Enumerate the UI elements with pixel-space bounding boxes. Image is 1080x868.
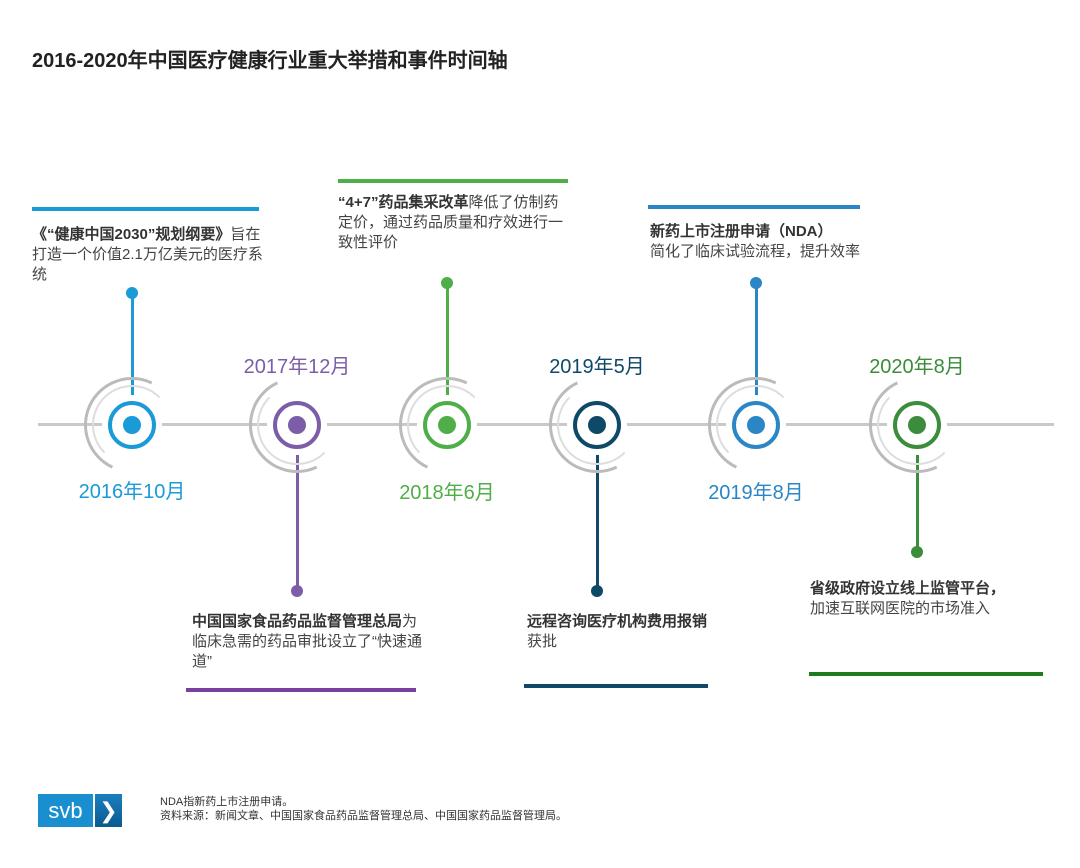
stem-2019-8 [755,283,758,425]
bar-2020 [809,672,1043,676]
stem-dot-2016 [126,287,138,299]
bar-2019-8 [648,205,860,209]
stem-dot-2019-5 [591,585,603,597]
footnote-nda: NDA指新药上市注册申请。 [160,796,294,808]
date-2017: 2017年12月 [243,356,351,378]
stem-2017 [296,425,299,590]
timeline-axis [38,423,1054,426]
bar-2017 [186,688,416,692]
event-2019-5: 远程咨询医疗机构费用报销获批 [527,613,708,650]
bar-2016 [32,207,259,211]
date-2018: 2018年6月 [399,482,495,504]
event-2018: “4+7”药品集采改革降低了仿制药定价，通过药品质量和疗效进行一致性评价 [338,194,564,251]
stem-dot-2019-8 [750,277,762,289]
event-2020: 省级政府设立线上监管平台，加速互联网医院的市场准入 [810,580,1006,617]
bar-2018 [338,179,568,183]
stem-dot-2018 [441,277,453,289]
svb-logo: svb ❯ [38,794,122,827]
stem-dot-2020 [911,546,923,558]
footnote-source: 资料来源：新闻文章、中国国家食品药品监督管理总局、中国国家药品监督管理局。 [160,810,567,822]
stem-dot-2017 [291,585,303,597]
event-2016: 《“健康中国2030”规划纲要》旨在打造一个价值2.1万亿美元的医疗系统 [32,226,263,283]
bar-2019-5 [524,684,708,688]
event-2017: 中国国家食品药品监督管理总局为临床急需的药品审批设立了“快速通道” [192,613,422,670]
event-2019-8: 新药上市注册申请（NDA）简化了临床试验流程，提升效率 [650,223,861,260]
date-2019-5: 2019年5月 [549,356,645,378]
footnotes: NDA指新药上市注册申请。 资料来源：新闻文章、中国国家食品药品监督管理总局、中… [160,795,567,823]
date-2019-8: 2019年8月 [708,482,804,504]
chevron-right-icon: ❯ [95,794,122,827]
stem-2018 [446,283,449,425]
page-title: 2016-2020年中国医疗健康行业重大举措和事件时间轴 [32,50,508,72]
stem-2016 [131,293,134,425]
stem-2020 [916,425,919,552]
date-2020: 2020年8月 [869,356,965,378]
date-2016: 2016年10月 [78,481,186,503]
stem-2019-5 [596,425,599,590]
